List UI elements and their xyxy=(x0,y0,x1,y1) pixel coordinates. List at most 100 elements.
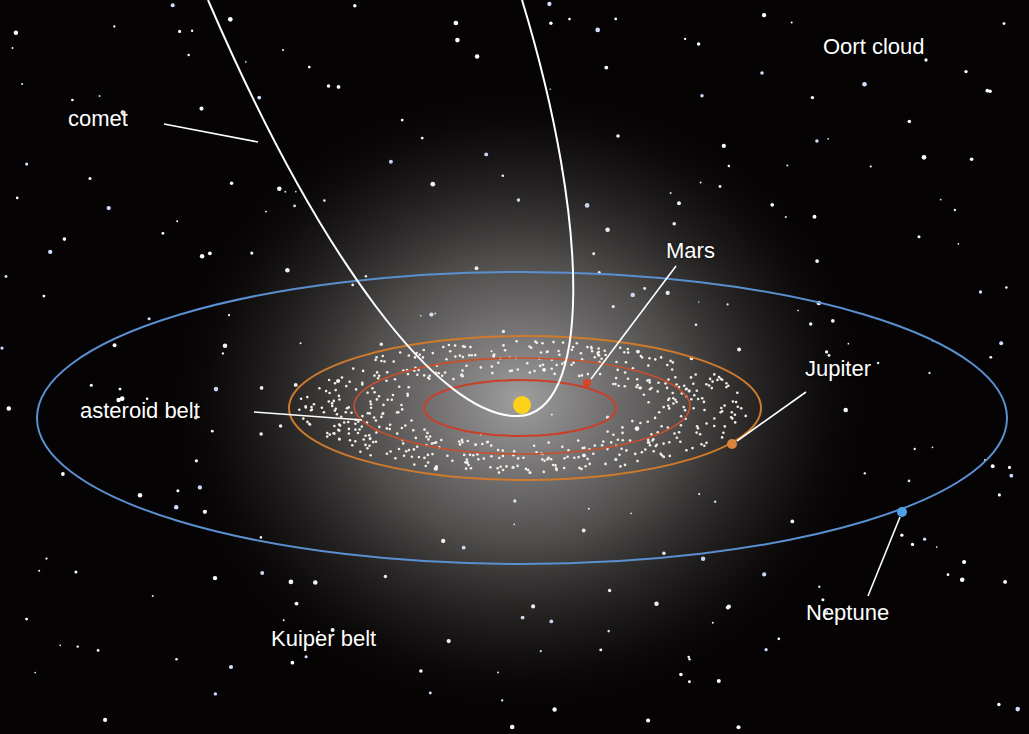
asteroid xyxy=(590,347,593,350)
asteroid xyxy=(357,420,360,423)
asteroid xyxy=(469,346,472,349)
asteroid xyxy=(415,437,418,440)
asteroid xyxy=(345,411,348,414)
asteroid xyxy=(731,411,734,414)
star xyxy=(5,275,8,278)
asteroid xyxy=(675,401,678,404)
star xyxy=(547,2,551,6)
asteroid xyxy=(348,428,351,431)
star xyxy=(291,661,295,665)
asteroid xyxy=(446,455,449,458)
asteroid xyxy=(427,454,430,457)
asteroid-belt-dots xyxy=(298,340,747,474)
asteroid xyxy=(350,411,353,414)
asteroid xyxy=(334,382,337,385)
asteroid xyxy=(373,391,376,394)
asteroid xyxy=(691,447,694,450)
asteroid xyxy=(502,469,505,472)
asteroid xyxy=(699,433,702,436)
star xyxy=(90,384,93,387)
asteroid xyxy=(402,442,405,445)
asteroid xyxy=(708,384,711,387)
asteroid xyxy=(362,370,365,373)
asteroid xyxy=(407,386,410,389)
asteroid xyxy=(660,356,663,359)
asteroid xyxy=(338,398,341,401)
star xyxy=(811,96,814,99)
asteroid xyxy=(306,421,309,424)
asteroid xyxy=(335,407,338,410)
asteroid xyxy=(406,392,409,395)
asteroid xyxy=(490,444,493,447)
asteroid xyxy=(682,406,685,409)
asteroid xyxy=(452,378,455,381)
star xyxy=(940,199,942,201)
asteroid xyxy=(465,467,468,470)
star xyxy=(63,237,67,241)
star xyxy=(97,649,100,652)
asteroid xyxy=(428,374,431,377)
asteroid xyxy=(358,428,361,431)
asteroid xyxy=(693,394,696,397)
asteroid xyxy=(604,354,607,357)
star xyxy=(962,560,966,564)
star xyxy=(25,163,28,166)
asteroid xyxy=(332,432,335,435)
star xyxy=(178,30,181,33)
asteroid xyxy=(321,407,324,410)
asteroid xyxy=(566,456,569,459)
asteroid xyxy=(380,360,383,363)
asteroid xyxy=(671,392,674,395)
asteroid xyxy=(684,409,687,412)
region-label: Kuiper belt xyxy=(271,626,376,652)
asteroid xyxy=(639,386,642,389)
asteroid xyxy=(623,351,626,354)
asteroid xyxy=(517,457,520,460)
asteroid xyxy=(740,407,743,410)
asteroid xyxy=(703,409,706,412)
asteroid xyxy=(368,434,371,437)
asteroid xyxy=(339,424,342,427)
asteroid xyxy=(375,440,378,443)
star xyxy=(191,30,193,32)
asteroid xyxy=(525,468,528,471)
asteroid xyxy=(377,377,380,380)
star xyxy=(791,21,793,23)
star xyxy=(1003,580,1007,584)
asteroid xyxy=(529,471,532,474)
asteroid xyxy=(602,440,605,443)
asteroid xyxy=(674,399,677,402)
asteroid xyxy=(411,456,414,459)
asteroid xyxy=(369,454,372,457)
star xyxy=(171,3,175,7)
asteroid xyxy=(375,419,378,422)
asteroid xyxy=(388,428,391,431)
asteroid xyxy=(422,356,425,359)
asteroid xyxy=(672,402,675,405)
asteroid xyxy=(394,457,397,460)
asteroid xyxy=(647,420,650,423)
asteroid xyxy=(614,383,617,386)
asteroid xyxy=(619,347,622,350)
asteroid xyxy=(491,365,494,368)
asteroid xyxy=(639,422,642,425)
star xyxy=(138,493,143,498)
comet-orbit xyxy=(208,0,573,416)
asteroid xyxy=(359,451,362,454)
asteroid xyxy=(563,467,566,470)
mars-leader xyxy=(591,266,676,379)
asteroid xyxy=(376,371,379,374)
asteroid xyxy=(731,417,734,420)
asteroid xyxy=(366,447,369,450)
sun xyxy=(513,396,531,414)
asteroid xyxy=(364,444,367,447)
asteroid xyxy=(667,405,670,408)
star xyxy=(99,95,101,97)
star xyxy=(510,725,514,729)
asteroid xyxy=(341,376,344,379)
asteroid xyxy=(725,386,728,389)
asteroid xyxy=(401,408,404,411)
asteroid xyxy=(378,426,381,429)
star xyxy=(257,96,261,100)
